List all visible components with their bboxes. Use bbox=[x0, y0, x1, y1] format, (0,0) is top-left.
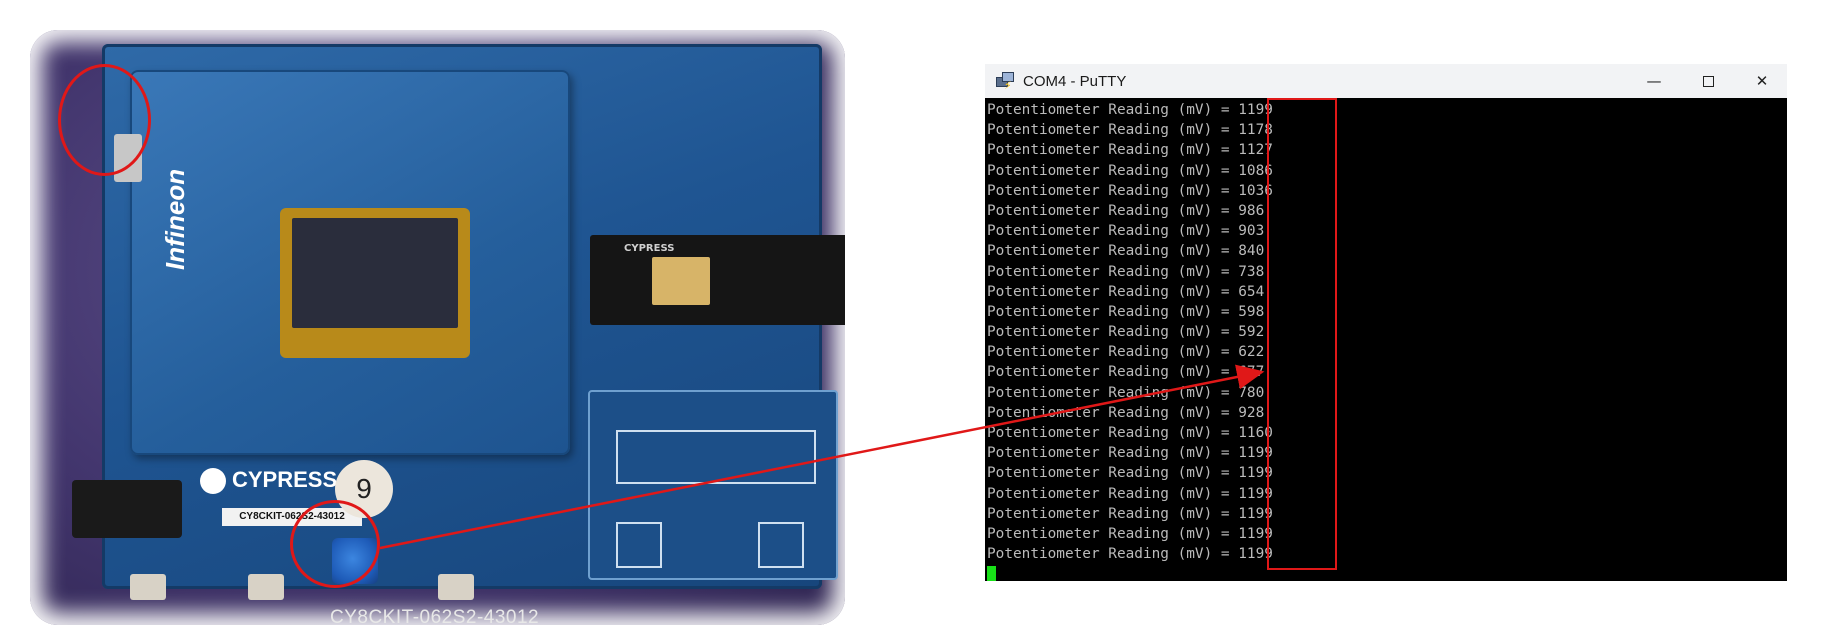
reading-value: 598 bbox=[1238, 303, 1265, 320]
user-button-1 bbox=[248, 574, 284, 600]
reading-label: Potentiometer Reading (mV) = bbox=[987, 122, 1239, 139]
terminal-line: Potentiometer Reading (mV) = 1199 bbox=[987, 463, 1787, 483]
reading-label: Potentiometer Reading (mV) = bbox=[987, 364, 1239, 381]
reading-label: Potentiometer Reading (mV) = bbox=[987, 142, 1239, 159]
reading-value: 928 bbox=[1238, 404, 1265, 421]
capsense-slider bbox=[616, 430, 816, 484]
reading-value: 1036 bbox=[1238, 182, 1273, 199]
terminal-line: Potentiometer Reading (mV) = 986 bbox=[987, 201, 1787, 221]
board-photo: Infineon CYPRESS CYPRESS CY8CKIT-062S2-4… bbox=[30, 30, 845, 625]
oled-display bbox=[280, 208, 470, 358]
reading-label: Potentiometer Reading (mV) = bbox=[987, 202, 1239, 219]
terminal-line: Potentiometer Reading (mV) = 903 bbox=[987, 221, 1787, 241]
cypress-logo: CYPRESS bbox=[200, 467, 390, 497]
reading-label: Potentiometer Reading (mV) = bbox=[987, 344, 1239, 361]
terminal-line: Potentiometer Reading (mV) = 592 bbox=[987, 322, 1787, 342]
user-button-2 bbox=[130, 574, 166, 600]
terminal-line: Potentiometer Reading (mV) = 1199 bbox=[987, 100, 1787, 120]
kit-name-text: CY8CKIT-062S2-43012 bbox=[330, 607, 540, 625]
reading-value: 654 bbox=[1238, 283, 1265, 300]
maximize-button[interactable] bbox=[1681, 64, 1735, 98]
terminal-line: Potentiometer Reading (mV) = 1086 bbox=[987, 161, 1787, 181]
terminal-line: Potentiometer Reading (mV) = 738 bbox=[987, 262, 1787, 282]
putty-window[interactable]: ⚡ COM4 - PuTTY — ✕ Potentiometer Reading… bbox=[985, 64, 1787, 581]
reading-value: 592 bbox=[1238, 324, 1265, 341]
reading-label: Potentiometer Reading (mV) = bbox=[987, 303, 1239, 320]
terminal-line: Potentiometer Reading (mV) = 1199 bbox=[987, 504, 1787, 524]
reset-button bbox=[438, 574, 474, 600]
title-bar[interactable]: ⚡ COM4 - PuTTY — ✕ bbox=[985, 64, 1787, 98]
reading-label: Potentiometer Reading (mV) = bbox=[987, 162, 1239, 179]
reading-label: Potentiometer Reading (mV) = bbox=[987, 505, 1239, 522]
reading-value: 840 bbox=[1238, 243, 1265, 260]
reading-label: Potentiometer Reading (mV) = bbox=[987, 243, 1239, 260]
terminal-line: Potentiometer Reading (mV) = 1178 bbox=[987, 120, 1787, 140]
reading-value: 1199 bbox=[1238, 102, 1273, 118]
reading-label: Potentiometer Reading (mV) = bbox=[987, 445, 1239, 462]
terminal-line: Potentiometer Reading (mV) = 1036 bbox=[987, 181, 1787, 201]
terminal-line: Potentiometer Reading (mV) = 1199 bbox=[987, 484, 1787, 504]
reading-value: 622 bbox=[1238, 344, 1265, 361]
reading-label: Potentiometer Reading (mV) = bbox=[987, 324, 1239, 341]
reading-value: 903 bbox=[1238, 223, 1265, 240]
reading-label: Potentiometer Reading (mV) = bbox=[987, 425, 1239, 441]
terminal-line: Potentiometer Reading (mV) = 1199 bbox=[987, 524, 1787, 544]
putty-icon: ⚡ bbox=[995, 71, 1015, 91]
window-title: COM4 - PuTTY bbox=[1023, 72, 1127, 90]
terminal-line: Potentiometer Reading (mV) = 622 bbox=[987, 342, 1787, 362]
reading-label: Potentiometer Reading (mV) = bbox=[987, 384, 1239, 401]
infineon-logo: Infineon bbox=[160, 168, 190, 270]
dc-jack bbox=[72, 480, 182, 538]
reading-value: 1199 bbox=[1238, 546, 1273, 563]
terminal-line: Potentiometer Reading (mV) = 1199 bbox=[987, 544, 1787, 564]
maximize-icon bbox=[1702, 75, 1714, 87]
capsense-button-1 bbox=[758, 522, 804, 568]
terminal-line: Potentiometer Reading (mV) = 840 bbox=[987, 241, 1787, 261]
terminal-line: Potentiometer Reading (mV) = 1199 bbox=[987, 443, 1787, 463]
reading-value: 1178 bbox=[1238, 122, 1273, 139]
terminal-line: Potentiometer Reading (mV) = 598 bbox=[987, 302, 1787, 322]
close-button[interactable]: ✕ bbox=[1735, 64, 1787, 98]
reading-label: Potentiometer Reading (mV) = bbox=[987, 546, 1239, 563]
minimize-button[interactable]: — bbox=[1627, 64, 1681, 98]
reading-label: Potentiometer Reading (mV) = bbox=[987, 263, 1239, 280]
reading-label: Potentiometer Reading (mV) = bbox=[987, 102, 1239, 118]
reading-label: Potentiometer Reading (mV) = bbox=[987, 465, 1239, 482]
terminal-line: Potentiometer Reading (mV) = 654 bbox=[987, 282, 1787, 302]
reading-label: Potentiometer Reading (mV) = bbox=[987, 182, 1239, 199]
reading-label: Potentiometer Reading (mV) = bbox=[987, 525, 1239, 542]
reading-value: 780 bbox=[1238, 384, 1265, 401]
readings-highlight-box bbox=[1267, 98, 1337, 570]
reading-value: 738 bbox=[1238, 263, 1265, 280]
capsense-area bbox=[588, 390, 838, 580]
terminal-line: Potentiometer Reading (mV) = 928 bbox=[987, 403, 1787, 423]
terminal-line: Potentiometer Reading (mV) = 677 bbox=[987, 362, 1787, 382]
wifi-module: CYPRESS bbox=[590, 235, 845, 325]
reading-value: 677 bbox=[1238, 364, 1265, 381]
reading-value: 1086 bbox=[1238, 162, 1273, 179]
usb-highlight-circle bbox=[58, 64, 151, 176]
reading-label: Potentiometer Reading (mV) = bbox=[987, 485, 1239, 502]
reading-value: 986 bbox=[1238, 202, 1265, 219]
close-icon: ✕ bbox=[1755, 72, 1769, 90]
reading-value: 1127 bbox=[1238, 142, 1273, 159]
prompt-line bbox=[987, 564, 1787, 581]
minimize-icon: — bbox=[1646, 72, 1662, 90]
potentiometer-highlight-circle bbox=[290, 500, 380, 588]
terminal-line: Potentiometer Reading (mV) = 1160 bbox=[987, 423, 1787, 443]
terminal-line: Potentiometer Reading (mV) = 780 bbox=[987, 383, 1787, 403]
module-brand: CYPRESS bbox=[624, 243, 675, 254]
cursor bbox=[987, 566, 996, 581]
terminal-line: Potentiometer Reading (mV) = 1127 bbox=[987, 140, 1787, 160]
capsense-button-0 bbox=[616, 522, 662, 568]
reading-label: Potentiometer Reading (mV) = bbox=[987, 404, 1239, 421]
reading-label: Potentiometer Reading (mV) = bbox=[987, 283, 1239, 300]
reading-label: Potentiometer Reading (mV) = bbox=[987, 223, 1239, 240]
